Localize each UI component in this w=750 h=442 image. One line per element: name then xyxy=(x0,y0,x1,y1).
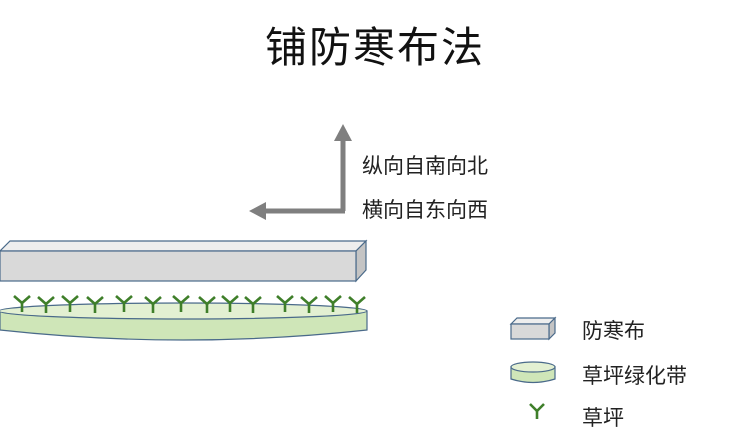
legend-grass-icon xyxy=(529,403,545,419)
legend-symbols xyxy=(509,316,557,419)
legend-green-belt-icon xyxy=(510,361,556,384)
cloth-front-face xyxy=(0,250,357,282)
grass-tuft-icon xyxy=(115,295,133,312)
legend-label-green-belt: 草坪绿化带 xyxy=(582,364,687,388)
direction-label-north-south: 纵向自南向北 xyxy=(362,154,488,178)
grass-tuft-icon xyxy=(144,296,162,313)
arrowhead-north xyxy=(334,124,352,141)
grass-row xyxy=(13,295,366,313)
grass-tuft-icon xyxy=(172,295,190,312)
grass-tuft-icon xyxy=(276,295,294,312)
lawn-green-belt xyxy=(0,302,368,341)
arrowhead-west xyxy=(249,202,266,220)
grass-tuft-icon xyxy=(13,295,31,312)
diagram-title: 铺防寒布法 xyxy=(264,23,485,72)
direction-label-east-west: 横向自东向西 xyxy=(362,198,488,222)
cold-cloth-slab xyxy=(0,239,368,283)
grass-tuft-icon xyxy=(86,296,104,313)
cloth-top-face xyxy=(0,240,368,252)
grass-tuft-icon xyxy=(300,296,318,313)
grass-tuft-icon xyxy=(324,295,342,312)
grass-tuft-icon xyxy=(221,295,239,312)
grass-tuft-icon xyxy=(61,295,79,312)
green-belt-top xyxy=(0,302,368,320)
legend-cloth-icon xyxy=(509,316,557,341)
legend-label-grass: 草坪 xyxy=(582,406,624,430)
grass-tuft-icon xyxy=(198,296,216,313)
grass-tuft-icon xyxy=(37,296,55,313)
grass-tuft-icon xyxy=(348,296,366,313)
grass-tuft-icon xyxy=(244,296,262,313)
direction-arrows xyxy=(249,124,352,220)
legend-label-cloth: 防寒布 xyxy=(582,319,645,343)
